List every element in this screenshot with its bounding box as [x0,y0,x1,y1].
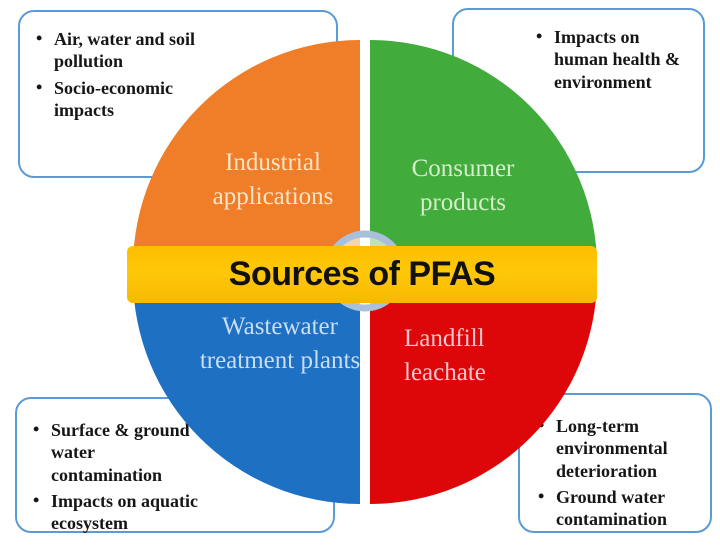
callout-bullet: Air, water and soil pollution [34,27,199,73]
quadrant-wastewater-treatment-plants [133,277,360,504]
diagram-title: Sources of PFAS [228,255,496,293]
quadrant-consumer-products [370,40,597,267]
quadrant-label-landfill-leachate: Landfill leachate [404,325,486,386]
callout-bullet: Impacts on human health & environment [534,25,684,93]
quadrant-label-consumer-products: Consumer products [411,155,515,216]
callout-top-left-list: Air, water and soil pollution Socio-econ… [34,27,199,122]
callout-bullet: Socio-economic impacts [34,76,199,122]
callout-bottom-right: Long-term environmental deterioration Gr… [518,393,712,533]
callout-bullet: Surface & ground water contamination [31,418,206,486]
callout-top-right-list: Impacts on human health & environment [534,25,684,93]
quadrant-landfill-leachate [370,277,597,504]
quadrant-label-industrial-applications: Industrial applications [212,149,334,210]
quadrant-industrial-applications [133,40,360,267]
callout-bottom-left-list: Surface & ground water contamination Imp… [31,418,206,535]
callout-bottom-right-list: Long-term environmental deterioration Gr… [536,414,676,531]
quadrant-label-wastewater-treatment-plants: Wastewater treatment plants [199,313,361,374]
title-banner: Sources of PFAS [127,246,597,303]
callout-bullet: Impacts on aquatic ecosystem [31,489,206,535]
callout-bullet: Long-term environmental deterioration [536,414,676,482]
callout-bullet: Ground water contamination [536,485,676,531]
